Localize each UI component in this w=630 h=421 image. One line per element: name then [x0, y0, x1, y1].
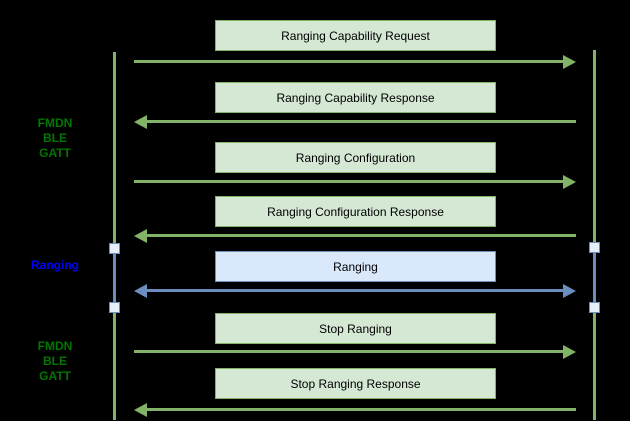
message-label: Ranging Capability Response [276, 90, 435, 105]
phase-label-ranging: Ranging [31, 258, 79, 272]
message-box-stop-ranging: Stop Ranging [215, 313, 496, 344]
message-box-ranging-configuration-response: Ranging Configuration Response [215, 196, 496, 227]
message-box-ranging-capability-request: Ranging Capability Request [215, 20, 496, 51]
right-lifeline [593, 50, 596, 420]
arrowhead-right-icon [563, 284, 576, 298]
arrow-ranging-capability-response [134, 115, 576, 129]
arrow-stop-ranging [134, 345, 576, 359]
arrow-line [134, 350, 565, 353]
arrow-stop-ranging-response [134, 403, 576, 417]
message-label: Ranging Configuration Response [267, 204, 444, 219]
message-label: Ranging [333, 259, 378, 274]
right-activation-start [589, 242, 600, 253]
message-box-ranging: Ranging [215, 251, 496, 282]
message-box-stop-ranging-response: Stop Ranging Response [215, 368, 496, 399]
arrowhead-right-icon [563, 345, 576, 359]
arrow-ranging-bidirectional [134, 284, 576, 298]
message-box-ranging-configuration: Ranging Configuration [215, 142, 496, 173]
arrow-ranging-configuration [134, 175, 576, 189]
arrow-line [134, 180, 565, 183]
arrowhead-right-icon [563, 55, 576, 69]
arrowhead-left-icon [134, 229, 147, 243]
right-ranging-segment [593, 253, 596, 302]
arrow-line [145, 289, 565, 292]
message-label: Ranging Capability Request [281, 28, 430, 43]
left-ranging-segment [113, 254, 116, 302]
message-box-ranging-capability-response: Ranging Capability Response [215, 82, 496, 113]
arrow-ranging-capability-request [134, 55, 576, 69]
left-activation-end [109, 302, 120, 313]
arrow-line [145, 234, 576, 237]
arrowhead-left-icon [134, 403, 147, 417]
left-activation-start [109, 243, 120, 254]
message-label: Stop Ranging [319, 321, 392, 336]
arrow-line [145, 120, 576, 123]
arrowhead-right-icon [563, 175, 576, 189]
arrow-line [145, 408, 576, 411]
phase-label-fmdn-ble-gatt-bottom: FMDN BLE GATT [37, 339, 73, 383]
arrowhead-left-icon [134, 115, 147, 129]
left-lifeline [113, 52, 116, 420]
right-activation-end [589, 302, 600, 313]
message-label: Ranging Configuration [295, 150, 416, 165]
arrowhead-left-icon [134, 284, 147, 298]
arrow-line [134, 60, 565, 63]
arrow-ranging-configuration-response [134, 229, 576, 243]
message-label: Stop Ranging Response [290, 376, 421, 391]
phase-label-fmdn-ble-gatt-top: FMDN BLE GATT [37, 116, 73, 160]
